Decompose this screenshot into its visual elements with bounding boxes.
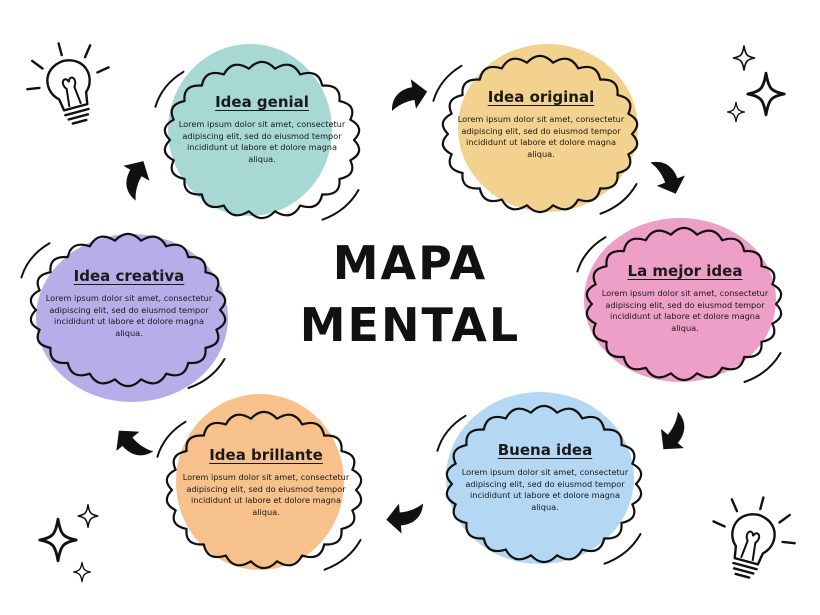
node-body: Lorem ipsum dolor sit amet, consectetur …: [45, 293, 213, 338]
mind-map-title: MAPA MENTAL: [290, 232, 530, 356]
node-la-mejor-idea: La mejor idea Lorem ipsum dolor sit amet…: [590, 262, 780, 334]
curved-arrow-icon: [111, 153, 157, 202]
bubble-outline: [445, 404, 643, 564]
sparkle-icon: [77, 504, 99, 528]
bubble-accent-stroke: [156, 420, 187, 458]
bubble-accent-stroke: [743, 352, 782, 383]
bubble-outline: [441, 54, 639, 214]
sparkle-icon: [746, 71, 786, 117]
curved-arrow-icon: [648, 152, 690, 199]
bubble-outline: [585, 226, 783, 382]
bubble-fill: [36, 234, 228, 402]
node-title: Idea creativa: [73, 267, 185, 285]
bubble-outline: [29, 232, 227, 388]
bubble-fill: [458, 44, 638, 212]
node-buena-idea: Buena idea Lorem ipsum dolor sit amet, c…: [450, 441, 640, 513]
node-idea-genial: Idea genial Lorem ipsum dolor sit amet, …: [167, 93, 357, 165]
sparkle-icon: [726, 101, 746, 123]
curved-arrow-icon: [387, 76, 430, 113]
bubble-accent-stroke: [576, 236, 607, 273]
node-idea-creativa: Idea creativa Lorem ipsum dolor sit amet…: [34, 267, 224, 339]
node-title: Idea brillante: [209, 446, 323, 464]
curved-arrow-icon: [385, 501, 426, 535]
curved-arrow-icon: [651, 410, 700, 459]
node-body: Lorem ipsum dolor sit amet, consectetur …: [461, 467, 629, 512]
bubble-fill: [584, 218, 776, 382]
title-line-2: MENTAL: [299, 298, 521, 352]
bubble-accent-stroke: [599, 183, 638, 215]
node-idea-original: Idea original Lorem ipsum dolor sit amet…: [446, 88, 636, 160]
lightbulb-icon: [700, 485, 806, 588]
bubble-accent-stroke: [436, 414, 467, 452]
bubble-fill: [168, 44, 332, 216]
idea-bubbles: [20, 44, 783, 571]
node-body: Lorem ipsum dolor sit amet, consectetur …: [601, 288, 769, 333]
node-body: Lorem ipsum dolor sit amet, consectetur …: [178, 119, 346, 164]
sparkle-icon: [732, 45, 756, 71]
bubble-accent-stroke: [187, 358, 226, 389]
bubble-accent-stroke: [603, 533, 642, 565]
bubble-accent-stroke: [321, 189, 360, 221]
node-title: Buena idea: [497, 441, 593, 459]
node-title: La mejor idea: [627, 262, 743, 280]
bubble-accent-stroke: [20, 242, 51, 279]
bubble-fill: [446, 392, 634, 564]
bubble-outline: [165, 410, 363, 570]
lightbulb-icon: [16, 31, 122, 134]
node-idea-brillante: Idea brillante Lorem ipsum dolor sit ame…: [171, 446, 361, 518]
node-title: Idea genial: [215, 93, 309, 111]
bubble-accent-stroke: [432, 64, 463, 102]
sparkle-icon: [38, 517, 78, 563]
bubble-accent-stroke: [154, 70, 185, 108]
bubble-outline: [163, 60, 361, 220]
bubble-accent-stroke: [323, 539, 362, 571]
curved-arrow-icon: [107, 420, 155, 470]
node-body: Lorem ipsum dolor sit amet, consectetur …: [457, 114, 625, 159]
sparkle-icon: [72, 561, 92, 583]
bubble-fill: [176, 394, 344, 570]
node-title: Idea original: [487, 88, 595, 106]
title-line-1: MAPA: [332, 236, 488, 290]
node-body: Lorem ipsum dolor sit amet, consectetur …: [182, 472, 350, 517]
